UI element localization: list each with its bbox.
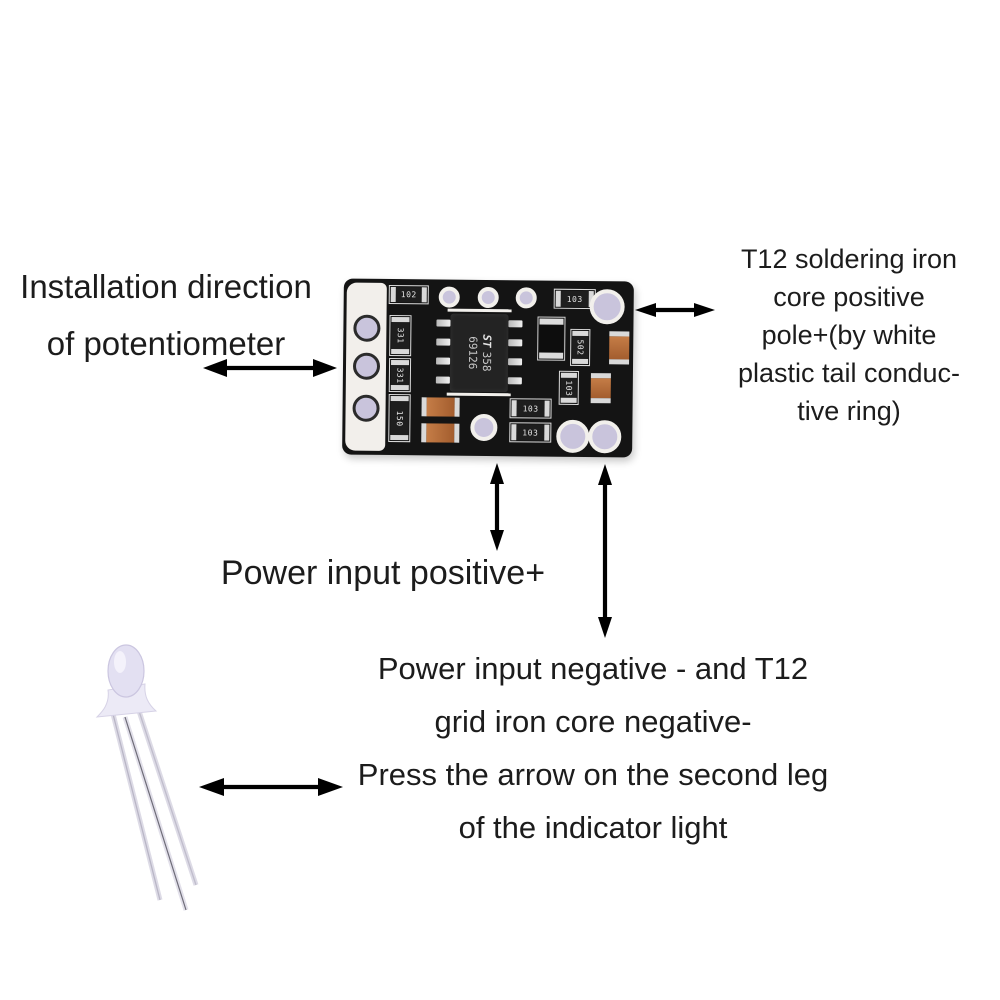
resistor-150: 150 <box>388 393 411 443</box>
label-line: pole+(by white <box>761 320 937 350</box>
hole-t12-positive <box>589 289 625 325</box>
capacitor-2 <box>590 373 611 404</box>
led-highlight <box>114 651 126 673</box>
resistor-label: 331 <box>395 367 405 384</box>
top-hole-3 <box>515 287 537 309</box>
label-line: grid iron core negative- <box>434 704 752 739</box>
indicator-led-arrow-icon <box>199 778 343 796</box>
silkscreen-line <box>447 308 512 313</box>
label-line: of potentiometer <box>46 325 286 362</box>
top-hole-2 <box>477 286 499 309</box>
label-line: of the indicator light <box>458 810 728 845</box>
top-hole-1 <box>438 286 460 308</box>
resistor-103-mid: 103 <box>558 370 579 405</box>
label-line: Press the arrow on the second leg <box>357 757 829 792</box>
led-legs <box>110 707 199 911</box>
capacitor-4 <box>421 423 460 443</box>
label-line: plastic tail conduc- <box>737 358 961 388</box>
chip-pin <box>436 357 451 365</box>
chip-pin <box>436 319 451 327</box>
led-base <box>95 683 158 718</box>
label-line: Power input positive+ <box>220 554 546 592</box>
resistor-331-a: 331 <box>389 314 412 357</box>
label-line: Installation direction <box>20 268 312 305</box>
chip-marking: ST 358 69126 <box>465 334 493 371</box>
diode <box>537 316 566 361</box>
silkscreen-line <box>446 392 511 397</box>
capacitor-3 <box>421 397 460 417</box>
resistor-label: 150 <box>394 410 405 427</box>
pcb-module-image: 102 331 331 150 103 502 103 103 103 <box>342 278 634 458</box>
chip-pin <box>436 338 451 346</box>
resistor-102: 102 <box>388 284 429 305</box>
chip-pin <box>508 339 523 347</box>
resistor-label: 103 <box>522 427 539 438</box>
label-line: Power input negative - and T12 <box>377 651 809 686</box>
label-line: T12 soldering iron <box>740 244 958 274</box>
capacitor-1 <box>609 331 630 365</box>
power-positive-arrow-icon <box>490 463 504 551</box>
chip-part-number: 358 <box>479 351 494 372</box>
label-power-input-positive: Power input positive+ <box>192 552 574 594</box>
label-line: tive ring) <box>797 396 901 426</box>
indicator-led-image <box>95 644 199 911</box>
label-line: core positive <box>773 282 925 312</box>
resistor-103-top: 103 <box>553 288 596 310</box>
pot-hole-3 <box>352 394 380 422</box>
resistor-103-bottom-1: 103 <box>509 398 552 419</box>
chip-pin <box>507 377 522 385</box>
label-potentiometer-direction: Installation direction of potentiometer <box>5 258 327 372</box>
resistor-label: 103 <box>522 403 539 414</box>
chip-lot-code: 69126 <box>465 336 480 370</box>
chip-pin <box>508 358 523 366</box>
led-bulb <box>107 644 145 698</box>
resistor-label: 331 <box>395 327 405 344</box>
pot-hole-1 <box>353 314 381 342</box>
resistor-502: 502 <box>570 328 591 367</box>
label-t12-core-positive: T12 soldering iron core positive pole+(b… <box>702 240 996 430</box>
resistor-103-bottom-2: 103 <box>509 422 552 443</box>
hole-power-negative-2 <box>588 420 622 454</box>
label-power-input-negative: Power input negative - and T12 grid iron… <box>343 642 843 854</box>
hole-power-negative-1 <box>556 419 590 454</box>
power-negative-arrow-icon <box>598 464 612 638</box>
chip-pin <box>508 320 523 328</box>
hole-power-positive <box>470 413 498 442</box>
chip-pin <box>435 376 450 384</box>
ic-chip-lm358: ST 358 69126 <box>435 313 523 393</box>
resistor-label: 502 <box>575 339 585 356</box>
resistor-label: 103 <box>564 379 574 396</box>
resistor-label: 102 <box>400 290 417 300</box>
resistor-label: 103 <box>566 294 583 304</box>
resistor-331-b: 331 <box>388 357 412 393</box>
st-logo: ST <box>480 334 494 348</box>
pot-hole-2 <box>352 352 381 380</box>
